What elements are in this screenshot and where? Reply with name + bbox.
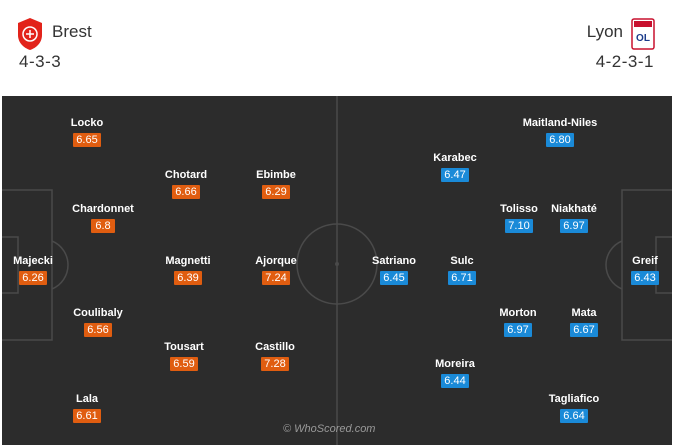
player-locko[interactable]: Locko 6.65 [32,117,142,148]
player-satriano[interactable]: Satriano 6.45 [339,255,449,286]
player-tagliafico[interactable]: Tagliafico 6.64 [519,393,629,424]
player-castillo[interactable]: Castillo 7.28 [220,341,330,372]
player-name: Satriano [371,255,416,267]
player-chardonnet[interactable]: Chardonnet 6.8 [48,203,158,234]
home-team-name: Brest [52,22,92,41]
player-name: Niakhaté [551,203,597,215]
player-rating: 6.67 [570,323,598,337]
player-name: Majecki [13,255,53,267]
player-karabec[interactable]: Karabec 6.47 [400,152,510,183]
player-name: Chardonnet [72,203,134,215]
player-rating: 6.71 [448,271,476,285]
player-name: Sulc [450,255,474,267]
player-name: Maitland-Niles [522,117,598,129]
pitch [2,96,672,445]
player-rating: 6.65 [73,133,101,147]
player-magnetti[interactable]: Magnetti 6.39 [133,255,243,286]
player-name: Tolisso [500,203,538,215]
lyon-badge-icon: OL [631,18,655,50]
player-tolisso[interactable]: Tolisso 7.10 [464,203,574,234]
player-maitland-niles[interactable]: Maitland-Niles 6.80 [505,117,615,148]
whoscored-watermark: © WhoScored.com [283,423,376,435]
player-rating: 6.56 [84,323,112,337]
player-name: Karabec [433,152,477,164]
player-rating: 6.39 [174,271,202,285]
player-name: Greif [632,255,658,267]
player-greif[interactable]: Greif 6.43 [590,255,673,286]
player-rating: 7.24 [262,271,290,285]
player-name: Castillo [255,341,295,353]
player-name: Magnetti [165,255,211,267]
away-team-name: Lyon [586,22,623,41]
player-name: Ajorque [255,255,297,267]
player-majecki[interactable]: Majecki 6.26 [0,255,88,286]
match-header: Brest 4-3-3 Lyon OL 4-2-3-1 [0,0,673,92]
player-name: Lala [75,393,98,405]
player-rating: 6.43 [631,271,659,285]
svg-text:OL: OL [636,33,650,44]
player-rating: 6.45 [380,271,408,285]
player-rating: 6.47 [441,168,469,182]
player-rating: 6.44 [441,374,469,388]
pitch-markings [2,96,672,445]
player-rating: 6.97 [560,219,588,233]
player-coulibaly[interactable]: Coulibaly 6.56 [43,307,153,338]
player-morton[interactable]: Morton 6.97 [463,307,573,338]
player-name: Coulibaly [73,307,123,319]
player-ebimbe[interactable]: Ebimbe 6.29 [221,169,331,200]
player-name: Chotard [164,169,208,181]
player-rating: 6.8 [91,219,115,233]
player-niakhate[interactable]: Niakhaté 6.97 [519,203,629,234]
player-rating: 6.80 [546,133,574,147]
player-name: Tagliafico [548,393,600,405]
player-moreira[interactable]: Moreira 6.44 [400,358,510,389]
player-rating: 6.64 [560,409,588,423]
home-formation: 4-3-3 [19,52,62,71]
player-name: Mata [571,307,597,319]
player-rating: 6.26 [19,271,47,285]
player-rating: 6.66 [172,185,200,199]
player-name: Ebimbe [256,169,296,181]
player-name: Moreira [435,358,475,370]
player-rating: 7.10 [505,219,533,233]
away-formation: 4-2-3-1 [595,52,654,71]
player-sulc[interactable]: Sulc 6.71 [407,255,517,286]
player-lala[interactable]: Lala 6.61 [32,393,142,424]
player-rating: 6.59 [170,357,198,371]
player-rating: 6.61 [73,409,101,423]
player-mata[interactable]: Mata 6.67 [529,307,639,338]
player-name: Locko [70,117,104,129]
player-name: Tousart [164,341,204,353]
player-rating: 6.97 [504,323,532,337]
player-chotard[interactable]: Chotard 6.66 [131,169,241,200]
player-rating: 6.29 [262,185,290,199]
brest-badge-icon [18,18,42,50]
player-name: Morton [499,307,537,319]
player-tousart[interactable]: Tousart 6.59 [129,341,239,372]
player-ajorque[interactable]: Ajorque 7.24 [221,255,331,286]
player-rating: 7.28 [261,357,289,371]
